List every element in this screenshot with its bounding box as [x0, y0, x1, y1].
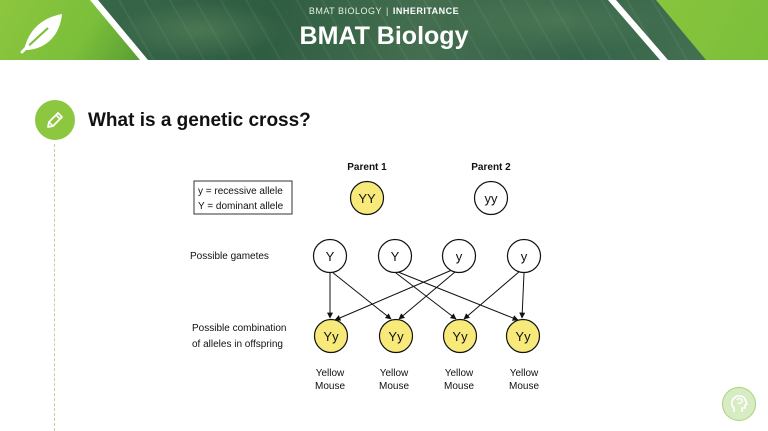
- gamete-4-circle: [506, 238, 542, 274]
- legend-recessive: y = recessive allele: [198, 186, 283, 197]
- offspring-1-genotype: Yy: [323, 329, 339, 344]
- offspring-4-genotype: Yy: [515, 329, 531, 344]
- legend-box: [193, 180, 293, 215]
- offspring-3-phenotype-line2: Mouse: [444, 381, 474, 392]
- gamete-3-circle: [441, 238, 477, 274]
- offspring-2-genotype: Yy: [388, 329, 404, 344]
- arrow-g1-o2: [331, 271, 392, 320]
- parent-2-circle: [473, 180, 509, 216]
- gametes-label: Possible gametes: [190, 251, 269, 262]
- offspring-2-circle: [378, 318, 414, 354]
- breadcrumb-course: BMAT BIOLOGY: [308, 6, 382, 16]
- cross-arrows: [327, 269, 526, 321]
- section-heading: What is a genetic cross?: [88, 110, 311, 131]
- offspring-4-circle: [505, 318, 541, 354]
- allele-legend: y = recessive allele Y = dominant allele: [193, 180, 293, 215]
- offspring-1-phenotype-line2: Mouse: [315, 381, 345, 392]
- legend-dominant: Y = dominant allele: [198, 201, 284, 212]
- gamete-4: y: [521, 249, 528, 264]
- offspring-2-phenotype-line2: Mouse: [379, 381, 409, 392]
- arrow-g4-o4: [519, 272, 526, 319]
- gamete-2-circle: [377, 238, 413, 274]
- parent-1-label: Parent 1: [347, 162, 387, 173]
- section-timeline: [54, 144, 55, 431]
- parent-1-circle: [349, 180, 385, 216]
- pencil-icon: [47, 112, 63, 128]
- offspring-4-phenotype-line1: Yellow: [510, 368, 539, 379]
- page-title: BMAT Biology: [299, 22, 469, 50]
- arrow-g3-o2: [398, 271, 456, 320]
- parent-2-genotype: yy: [485, 191, 499, 206]
- gamete-3: y: [456, 249, 463, 264]
- gamete-1-circle: [312, 238, 348, 274]
- arrow-g3-o1: [334, 269, 453, 321]
- offspring-label-line1: Possible combination: [192, 323, 287, 334]
- section-badge: [35, 100, 75, 140]
- offspring-3-circle: [442, 318, 478, 354]
- header-banner: BMAT BIOLOGY |INHERITANCE BMAT Biology: [0, 0, 768, 60]
- offspring-1-circle: [313, 318, 349, 354]
- offspring-1-phenotype-line1: Yellow: [316, 368, 345, 379]
- leaf-icon: [20, 14, 62, 54]
- offspring-2-phenotype-line1: Yellow: [380, 368, 409, 379]
- footer-badge[interactable]: [722, 387, 756, 421]
- offspring-3-phenotype-line1: Yellow: [445, 368, 474, 379]
- arrow-g2-o4: [397, 271, 519, 321]
- arrow-g4-o3: [463, 270, 521, 320]
- offspring-3-genotype: Yy: [452, 329, 468, 344]
- parent-1-genotype: YY: [358, 191, 376, 206]
- breadcrumb: BMAT BIOLOGY |INHERITANCE: [0, 6, 768, 16]
- gamete-1: Y: [326, 249, 335, 264]
- offspring-4-phenotype-line2: Mouse: [509, 381, 539, 392]
- brain-head-icon: [730, 395, 748, 412]
- parent-2-label: Parent 2: [471, 162, 511, 173]
- gamete-2: Y: [391, 249, 400, 264]
- breadcrumb-topic: INHERITANCE: [392, 6, 460, 16]
- breadcrumb-separator: |: [386, 6, 389, 16]
- offspring-label-line2: of alleles in offspring: [192, 339, 283, 350]
